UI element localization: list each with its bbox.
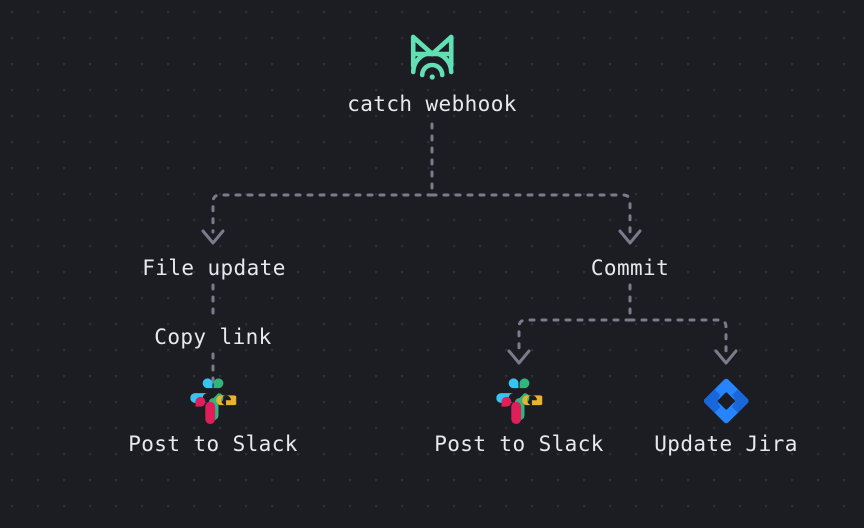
slack-icon [496, 378, 545, 424]
node-label-post-to-slack-left: Post to Slack [128, 432, 298, 456]
node-label-update-jira: Update Jira [654, 432, 798, 456]
node-label-file-update: File update [142, 256, 286, 280]
arrowhead-jira [714, 349, 738, 365]
webhook-icon-dot [429, 74, 435, 80]
node-post-to-slack-middle[interactable]: Post to Slack [434, 378, 604, 456]
arrowhead-commit [618, 229, 642, 245]
jira-icon [703, 378, 749, 424]
node-copy-link[interactable]: Copy link [154, 325, 271, 349]
node-commit[interactable]: Commit [591, 256, 669, 280]
edge-webhook-to-file-update [211, 193, 434, 234]
node-label-post-to-slack-middle: Post to Slack [434, 432, 604, 456]
edge-commit-to-slack [517, 318, 632, 354]
edge-commit-to-jira [628, 318, 728, 354]
arrowhead-slack-middle [507, 349, 531, 365]
arrowhead-file-update [201, 229, 225, 245]
node-update-jira[interactable]: Update Jira [654, 378, 797, 456]
node-catch-webhook[interactable]: catch webhook [347, 32, 517, 116]
node-label-catch-webhook: catch webhook [347, 92, 517, 116]
edge-webhook-to-commit [430, 193, 632, 234]
node-file-update[interactable]: File update [142, 256, 285, 280]
webhook-cat-icon [408, 32, 456, 84]
node-label-copy-link: Copy link [154, 325, 272, 349]
node-post-to-slack-left[interactable]: Post to Slack [128, 378, 298, 456]
slack-icon [190, 378, 239, 424]
node-label-commit: Commit [590, 256, 670, 280]
